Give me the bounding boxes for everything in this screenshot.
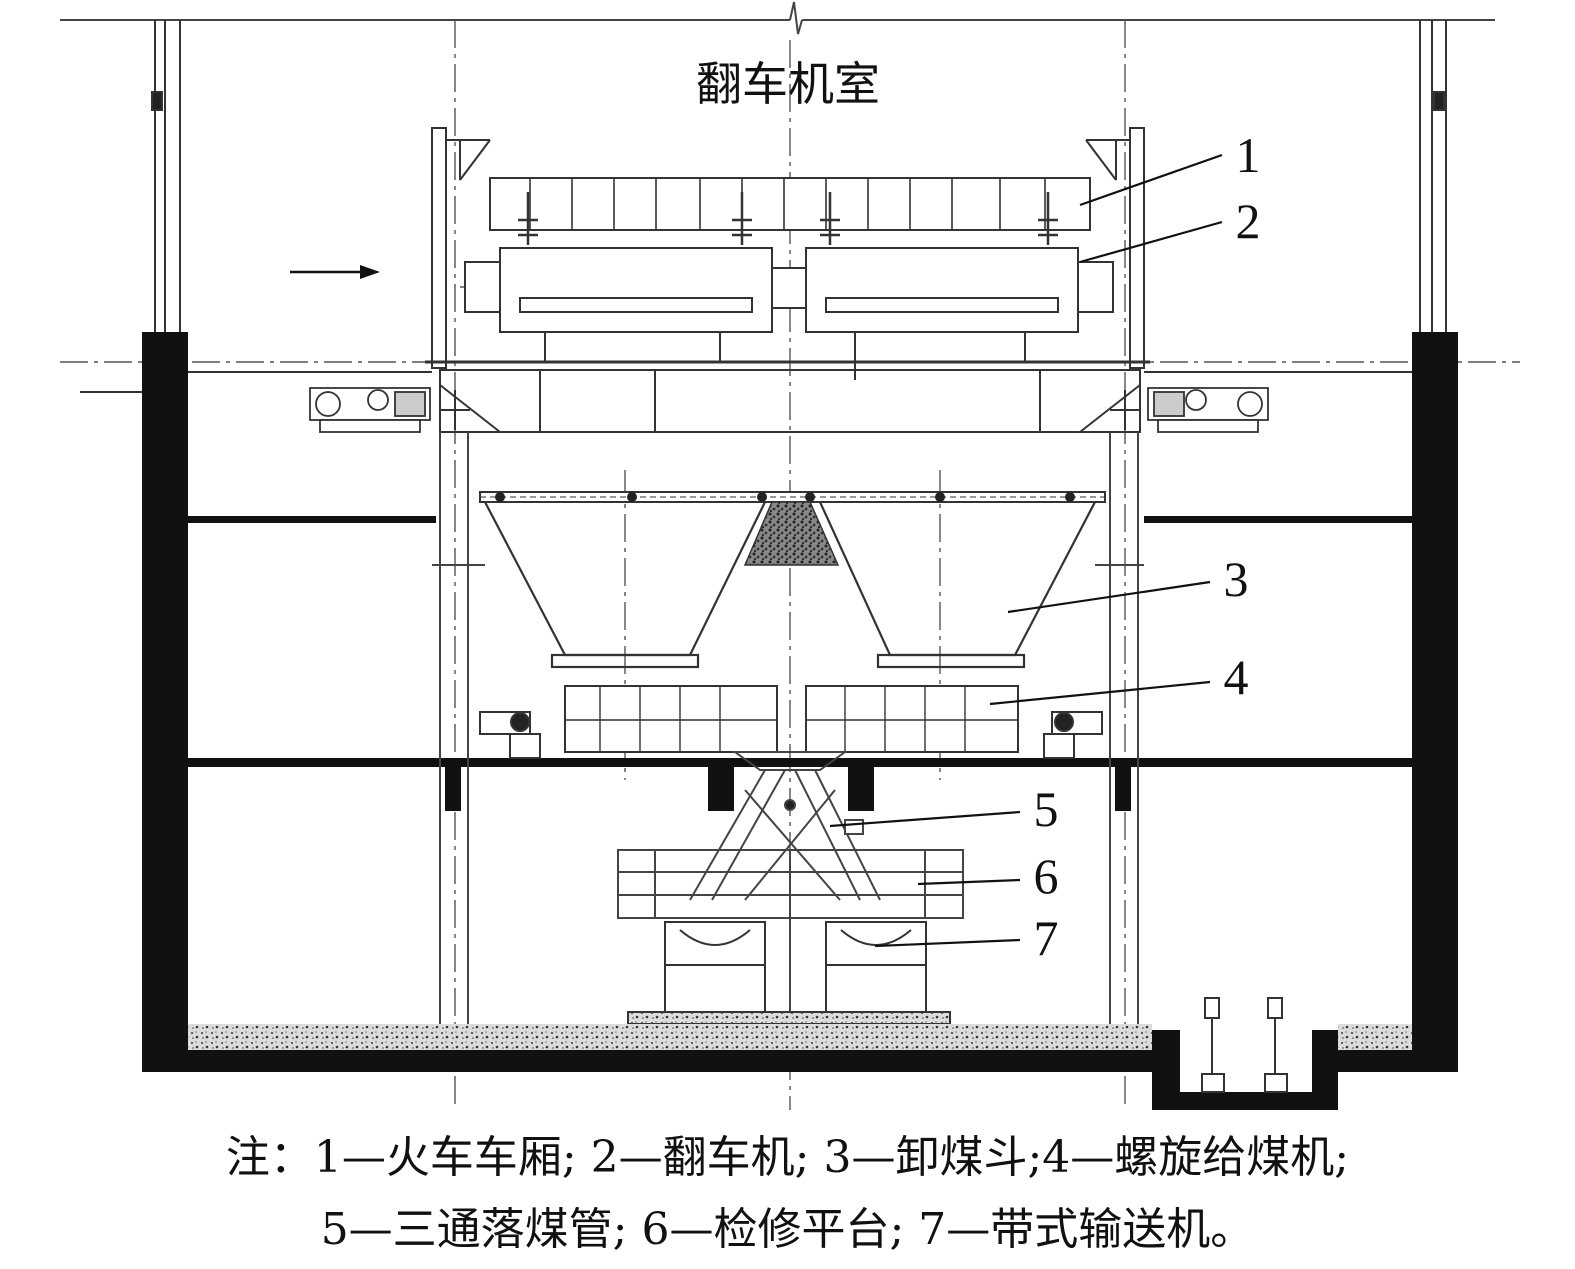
floor-slabs: [188, 516, 1412, 811]
belt-conveyor: [627, 921, 951, 1025]
pit-floor-right: [1338, 1024, 1412, 1050]
callout-6: 6: [1034, 848, 1059, 904]
room-label: 翻车机室: [696, 57, 880, 111]
pit-walls: [142, 332, 1458, 1110]
callout-7: 7: [1034, 910, 1059, 966]
top-boundary-line: [60, 1, 1495, 35]
coal-pile: [743, 501, 840, 566]
callout-3: 3: [1224, 551, 1249, 607]
legend-caption-line-2: 5—三通落煤管; 6—检修平台; 7—带式输送机。: [320, 1204, 1255, 1255]
railcar: [489, 177, 1091, 245]
pit-top-lines: [80, 371, 1412, 393]
callout-2: 2: [1236, 193, 1261, 249]
coal-hopper: [484, 501, 1096, 669]
callout-4: 4: [1224, 649, 1249, 705]
maintenance-platform: [617, 849, 964, 1020]
legend-caption-line-1: 注：1—火车车厢; 2—翻车机; 3—卸煤斗;4—螺旋给煤机;: [225, 1132, 1350, 1183]
sump-pumps: [1201, 997, 1288, 1093]
drive-unit-right: [1147, 387, 1269, 433]
dumper-support-beam: [439, 369, 1141, 433]
leader-lines: [829, 153, 1223, 948]
callout-1: 1: [1236, 127, 1261, 183]
arrow-right-icon: [290, 265, 380, 279]
car-dumper: [464, 247, 1114, 380]
pit-floor: [188, 1024, 1152, 1050]
callout-5: 5: [1034, 781, 1059, 837]
hopper-columns: [432, 432, 1144, 1050]
building-columns: [151, 20, 1447, 335]
hopper-grate: [479, 491, 1106, 503]
screw-feeder: [479, 685, 1103, 759]
drive-unit-left: [309, 387, 431, 433]
